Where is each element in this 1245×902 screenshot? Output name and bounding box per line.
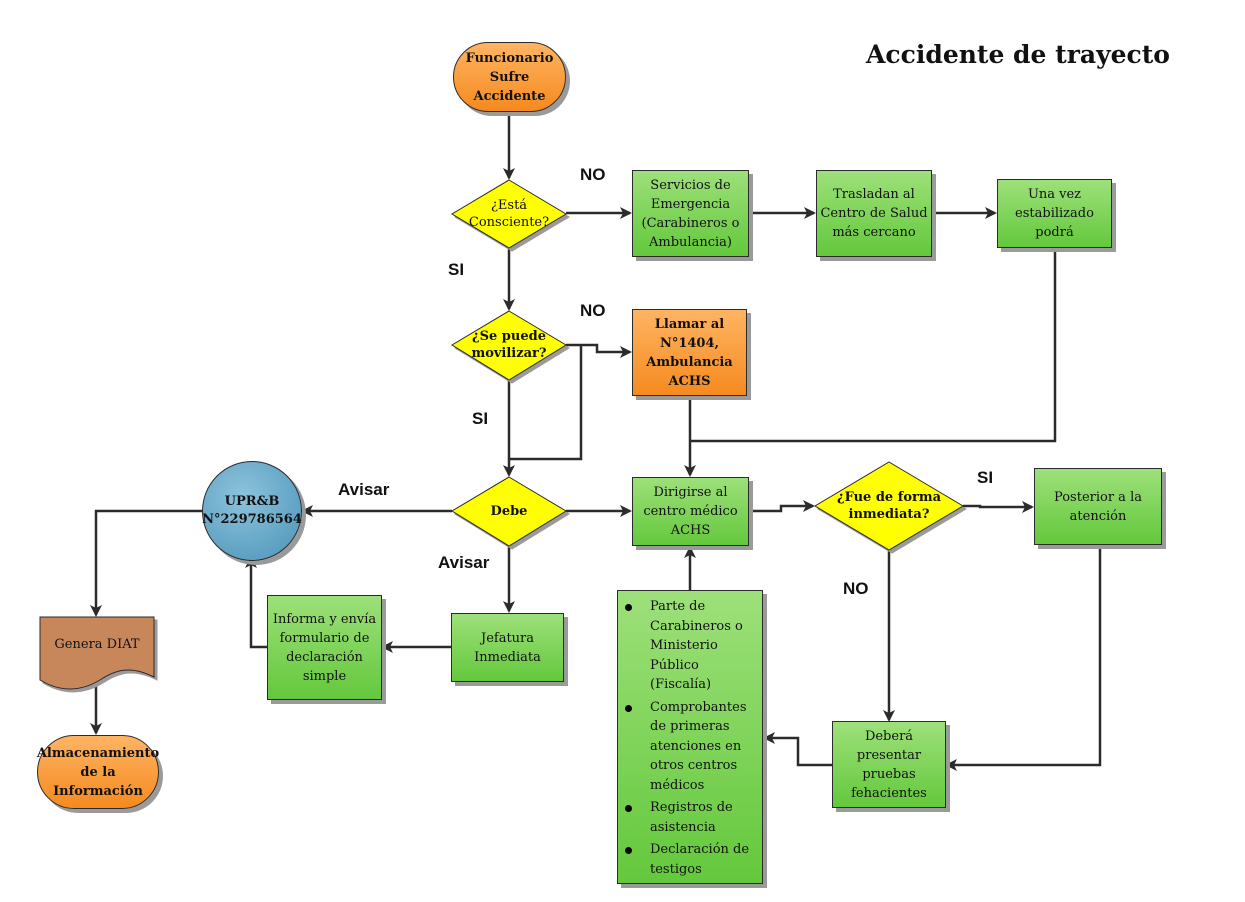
trasladan-text: Trasladan al Centro de Salud más cercano (820, 187, 928, 240)
pruebas-list-item: Registros de asistencia (622, 798, 758, 837)
label-movilizar-si: SI (472, 409, 489, 428)
posterior-text: Posterior a la atención (1054, 489, 1142, 524)
decision-debe-text: Debe (490, 503, 528, 519)
pruebas-list-item: Declaración de testigos (622, 840, 758, 879)
pruebas-list-item: Comprobantes de primeras atenciones en o… (622, 698, 758, 796)
bullet-icon (625, 847, 632, 854)
servicios-emergencia-box[interactable]: Servicios de Emergencia (Carabineros o A… (632, 170, 749, 257)
edge-estabilizado-to-dirigirse (690, 248, 1057, 443)
decision-inmediata-text: ¿Fue de forma inmediata? (836, 490, 942, 522)
trasladan-box[interactable]: Trasladan al Centro de Salud más cercano (816, 170, 932, 257)
decision-inmediata-shape (814, 461, 964, 551)
label-inmediata-si: SI (977, 468, 994, 487)
almacenamiento-terminal[interactable]: Almacenamiento de la Información (37, 735, 159, 809)
decision-consciente-shape (451, 179, 567, 249)
label-consciente-si: SI (448, 260, 465, 279)
edge-posterior-to-debera (945, 545, 1102, 771)
decision-consciente[interactable]: ¿Está Consciente? (455, 196, 563, 232)
decision-consciente-text: ¿Está Consciente? (468, 198, 550, 230)
jefatura-text: Jefatura Inmediata (474, 630, 541, 665)
informa-text: Informa y envía formulario de declaració… (272, 611, 377, 684)
decision-movilizar-text: ¿Se puede movilizar? (471, 329, 547, 361)
estabilizado-text: Una vez estabilizado podrá (1015, 187, 1094, 240)
upr-phone: N°229786564 (202, 512, 302, 527)
edge-inmediata-si (963, 501, 1034, 513)
pruebas-list: Parte de Carabineros o Ministerio Públic… (617, 590, 763, 884)
decision-debe[interactable]: Debe (455, 500, 563, 522)
debera-presentar-text: Deberá presentar pruebas fehacientes (851, 728, 927, 801)
llamar-achs-text: Llamar al N°1404, Ambulancia ACHS (646, 316, 733, 389)
decision-debe-shape (451, 476, 567, 547)
debera-presentar-box[interactable]: Deberá presentar pruebas fehacientes (832, 721, 946, 808)
upr-contact-circle[interactable]: UPR&B N°229786564 (202, 461, 302, 561)
document-genera-diat-shape (39, 616, 155, 690)
edge-debera-to-pruebas (763, 732, 832, 767)
label-movilizar-no: NO (580, 301, 606, 320)
dirigirse-box[interactable]: Dirigirse al centro médico ACHS (632, 477, 749, 546)
informa-box[interactable]: Informa y envía formulario de declaració… (267, 595, 382, 700)
estabilizado-box[interactable]: Una vez estabilizado podrá (997, 179, 1112, 248)
edge-upr-to-diat (90, 509, 202, 617)
decision-inmediata[interactable]: ¿Fue de forma inmediata? (830, 488, 948, 524)
edge-movilizar-loop (509, 345, 583, 461)
bullet-icon (625, 604, 632, 611)
jefatura-box[interactable]: Jefatura Inmediata (451, 613, 564, 682)
bullet-icon (625, 805, 632, 812)
edge-informa-to-upr (245, 556, 267, 649)
page-title: Accidente de trayecto (866, 40, 1170, 69)
decision-movilizar-shape (451, 310, 567, 381)
genera-diat-text: Genera DIAT (54, 636, 140, 652)
label-inmediata-no: NO (843, 579, 869, 598)
start-terminal-text: Funcionario Sufre Accidente (465, 50, 554, 104)
servicios-emergencia-text: Servicios de Emergencia (Carabineros o A… (641, 177, 740, 250)
upr-name: UPR&B (224, 494, 280, 509)
posterior-box[interactable]: Posterior a la atención (1034, 468, 1162, 545)
almacenamiento-terminal-text: Almacenamiento de la Información (36, 745, 160, 799)
start-terminal[interactable]: Funcionario Sufre Accidente (453, 42, 566, 112)
genera-diat-document[interactable]: Genera DIAT (40, 625, 154, 663)
label-debe-avisar-down: Avisar (438, 553, 490, 572)
label-consciente-no: NO (580, 165, 606, 184)
edge-dirigirse-to-inmediata (749, 500, 815, 513)
edge-movilizar-no (566, 343, 632, 358)
bullet-icon (625, 704, 632, 712)
decision-movilizar[interactable]: ¿Se puede movilizar? (455, 327, 563, 363)
dirigirse-text: Dirigirse al centro médico ACHS (643, 485, 738, 538)
label-debe-avisar-left: Avisar (338, 480, 390, 499)
pruebas-list-item: Parte de Carabineros o Ministerio Públic… (622, 597, 758, 695)
llamar-achs-box[interactable]: Llamar al N°1404, Ambulancia ACHS (632, 309, 747, 396)
